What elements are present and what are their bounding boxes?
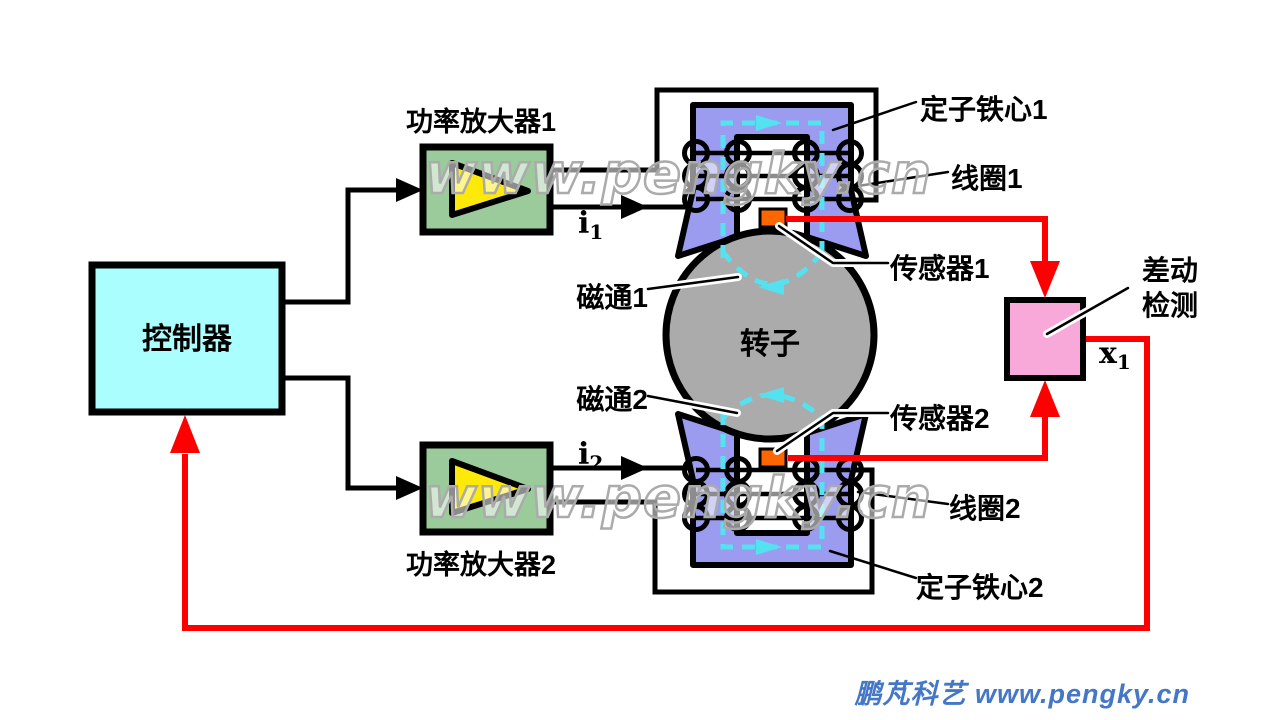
wire-controller-to-amp2 xyxy=(282,375,399,491)
wire-amp1-loop-to-coil1 xyxy=(550,87,879,203)
amplifier2-triangle-icon xyxy=(449,458,531,516)
flux2-arrow-right xyxy=(756,539,782,555)
output-x1-label: x1 xyxy=(1099,336,1131,374)
coil2-windings xyxy=(682,456,864,532)
controller-label: 控制器 xyxy=(142,323,232,356)
controller-box xyxy=(88,261,286,416)
wire-amp2-loop-to-coil2 xyxy=(550,467,875,595)
amplifier1-triangle-icon xyxy=(449,160,531,218)
leader-coil1 xyxy=(856,170,950,188)
coil1-windings xyxy=(682,139,864,213)
arrow-into-amp2 xyxy=(396,476,423,500)
arrow-into-controller xyxy=(170,415,200,453)
wire-controller-to-amp1 xyxy=(282,187,399,305)
leader-lines xyxy=(646,100,1130,580)
leader-coil2 xyxy=(856,490,950,506)
wire-sensor1-to-detector xyxy=(786,216,1048,264)
leader-sensor1 xyxy=(777,224,890,265)
flux-arrowheads xyxy=(756,115,784,555)
stator-core1-label: 定子铁心1 xyxy=(920,94,1048,125)
detector-label: 差动 检测 xyxy=(1127,253,1213,323)
arrow-into-amp1 xyxy=(396,178,423,202)
leader-stator-core2 xyxy=(828,549,918,580)
flux2-arrow-left xyxy=(758,387,784,403)
sensor2-label: 传感器2 xyxy=(890,403,990,434)
red-wires xyxy=(182,216,1150,631)
leader-sensor2 xyxy=(775,411,890,453)
flux1-label: 磁通1 xyxy=(576,282,648,313)
detector-label-line1: 差动 xyxy=(1141,255,1198,286)
flux1-arrow-left xyxy=(758,279,784,295)
wire-sensor2-to-detector xyxy=(788,414,1048,461)
arrow-i2 xyxy=(621,456,648,480)
wire-x1-feedback xyxy=(182,336,1150,631)
leader-detector xyxy=(1045,286,1130,336)
flux1-arrow-right xyxy=(756,115,782,131)
detector-label-line2: 检测 xyxy=(1141,290,1198,321)
footer-credit: 鹏芃科艺 www.pengky.cn xyxy=(854,679,1190,709)
sensor1-label: 传感器1 xyxy=(890,253,990,284)
leader-stator-core1 xyxy=(831,100,918,132)
red-arrowheads xyxy=(170,261,1060,453)
current-i2-label: i2 xyxy=(578,437,604,475)
detector-box xyxy=(1004,297,1086,381)
arrow-into-detector-bottom xyxy=(1030,380,1060,417)
flux2-label: 磁通2 xyxy=(576,384,648,415)
leader-flux2 xyxy=(646,394,739,415)
stator-core2-label: 定子铁心2 xyxy=(916,572,1044,603)
leader-flux1 xyxy=(646,275,740,291)
black-arrowheads xyxy=(396,178,648,500)
coil2-label: 线圈2 xyxy=(949,493,1021,524)
arrow-i1 xyxy=(621,195,648,219)
arrow-into-detector-top xyxy=(1030,261,1060,298)
amplifier2-label: 功率放大器2 xyxy=(405,550,557,580)
amplifier1-label: 功率放大器1 xyxy=(405,107,557,137)
current-i1-label: i1 xyxy=(578,206,604,244)
coil1-label: 线圈1 xyxy=(951,163,1023,194)
rotor-label: 转子 xyxy=(740,328,800,361)
